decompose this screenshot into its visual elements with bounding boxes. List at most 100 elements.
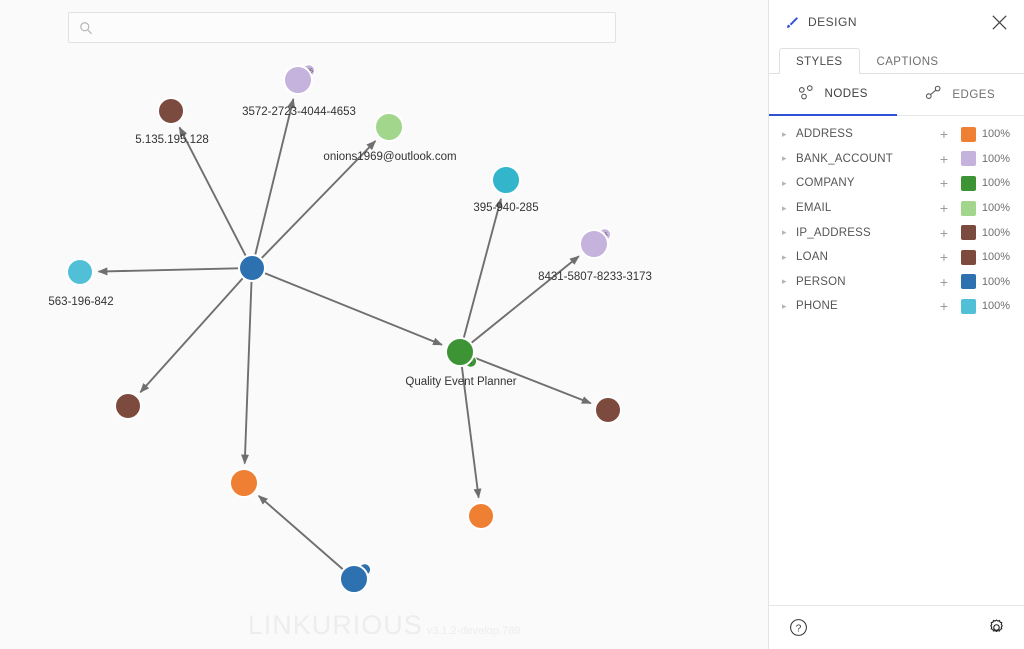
graph-node[interactable] [157,97,185,125]
graph-node[interactable]: 195 [283,64,316,95]
node-circle[interactable] [491,165,521,195]
graph-edge[interactable] [97,267,239,276]
legend-category-label: PERSON [796,275,846,288]
node-circle[interactable] [238,254,266,282]
graph-node[interactable] [238,254,266,282]
legend-category-label: COMPANY [796,177,855,190]
graph-node[interactable]: 85 [579,228,612,259]
graph-node[interactable] [229,468,259,498]
node-circle[interactable] [374,112,404,142]
legend-row[interactable]: ▸PHONE+100% [769,294,1024,319]
graph-canvas[interactable]: 1958585 5.135.195.1283572-2723-4044-4653… [0,0,768,649]
legend-category-label: BANK_ACCOUNT [796,152,893,165]
chevron-right-icon[interactable]: ▸ [782,177,787,188]
color-swatch[interactable] [961,298,976,314]
graph-edge[interactable] [254,97,296,255]
chevron-right-icon[interactable]: ▸ [782,227,787,238]
node-circle[interactable] [467,502,495,530]
node-badge-count: 8 [469,359,472,365]
subtab-label: NODES [824,88,868,100]
color-swatch[interactable] [961,126,976,142]
graph-edge[interactable] [462,197,503,338]
node-circle[interactable] [445,337,475,367]
graph-node[interactable] [491,165,521,195]
node-circle[interactable] [579,229,609,259]
graph-edge[interactable] [261,140,377,259]
add-rule-button[interactable]: + [939,150,949,167]
graph-edge[interactable] [264,272,443,346]
chevron-right-icon[interactable]: ▸ [782,128,787,139]
legend-row[interactable]: ▸ BANK_ACCOUNT +100% [769,147,1024,172]
node-circle[interactable] [66,258,94,286]
tab-styles[interactable]: STYLES [779,48,860,74]
node-circle[interactable] [114,392,142,420]
subtab-label: EDGES [952,88,996,101]
tab-captions[interactable]: CAPTIONS [876,56,939,68]
node-circle[interactable] [229,468,259,498]
add-rule-button[interactable]: + [939,224,949,241]
add-rule-button[interactable]: + [939,175,949,192]
color-swatch[interactable] [961,225,976,241]
color-swatch[interactable] [961,274,976,290]
color-swatch[interactable] [961,151,976,167]
legend-row[interactable]: ▸ PERSON +100% [769,270,1024,295]
color-swatch[interactable] [961,249,976,265]
opacity-value: 100% [981,177,1010,190]
add-rule-button[interactable]: + [939,298,949,315]
graph-edge[interactable] [139,277,244,393]
graph-nodes: 1958585 [66,64,622,594]
graph-edge[interactable] [257,495,344,570]
opacity-value: 100% [981,275,1010,288]
color-swatch[interactable] [961,175,976,191]
graph-edge[interactable] [178,126,247,256]
add-rule-button[interactable]: + [939,200,949,217]
subtab-edges[interactable]: EDGES [896,74,1024,116]
opacity-value: 100% [981,300,1010,313]
graph-edge[interactable] [471,255,580,344]
gear-icon[interactable] [987,618,1006,637]
graph-node[interactable]: 8 [445,337,478,368]
chevron-right-icon[interactable]: ▸ [782,251,787,262]
legend-row[interactable]: ▸EMAIL+100% [769,196,1024,221]
color-swatch[interactable] [961,200,976,216]
chevron-right-icon[interactable]: ▸ [782,153,787,164]
graph-node[interactable] [374,112,404,142]
graph-edges [97,97,592,570]
design-panel-header: DESIGN [769,0,1024,44]
add-rule-button[interactable]: + [939,126,949,143]
node-circle[interactable] [594,396,622,424]
chevron-right-icon[interactable]: ▸ [782,276,787,287]
add-rule-button[interactable]: + [939,273,949,290]
node-circle[interactable] [339,564,369,594]
chevron-right-icon[interactable]: ▸ [782,300,787,311]
add-rule-button[interactable]: + [939,249,949,266]
subtab-nodes[interactable]: NODES [769,74,897,116]
search-bar[interactable] [68,12,616,43]
graph-edge[interactable] [241,281,253,465]
graph-node[interactable]: 5 [339,563,372,594]
panel-tabs: STYLES CAPTIONS [769,44,1024,74]
help-circle-icon[interactable]: ? [789,618,808,637]
opacity-value: 100% [981,128,1010,141]
legend-row[interactable]: ▸ADDRESS+100% [769,122,1024,147]
graph-node[interactable] [594,396,622,424]
chevron-right-icon[interactable]: ▸ [782,202,787,213]
legend-category-label: EMAIL [796,202,832,215]
graph-node[interactable] [66,258,94,286]
opacity-value: 100% [981,152,1010,165]
edges-icon [925,85,945,104]
graph-edge[interactable] [473,356,592,405]
search-input[interactable] [93,20,615,35]
graph-node[interactable] [467,502,495,530]
node-circle[interactable] [283,65,313,95]
legend-row[interactable]: ▸LOAN+100% [769,245,1024,270]
graph-node[interactable] [114,392,142,420]
legend-row[interactable]: ▸ COMPANY +100% [769,171,1024,196]
panel-subtabs: NODES EDGES [769,74,1024,116]
graph-svg: 1958585 [66,64,622,594]
close-icon[interactable] [988,11,1010,33]
node-circle[interactable] [157,97,185,125]
graph-edge[interactable] [460,366,482,499]
legend-row[interactable]: ▸IP_ADDRESS+100% [769,220,1024,245]
